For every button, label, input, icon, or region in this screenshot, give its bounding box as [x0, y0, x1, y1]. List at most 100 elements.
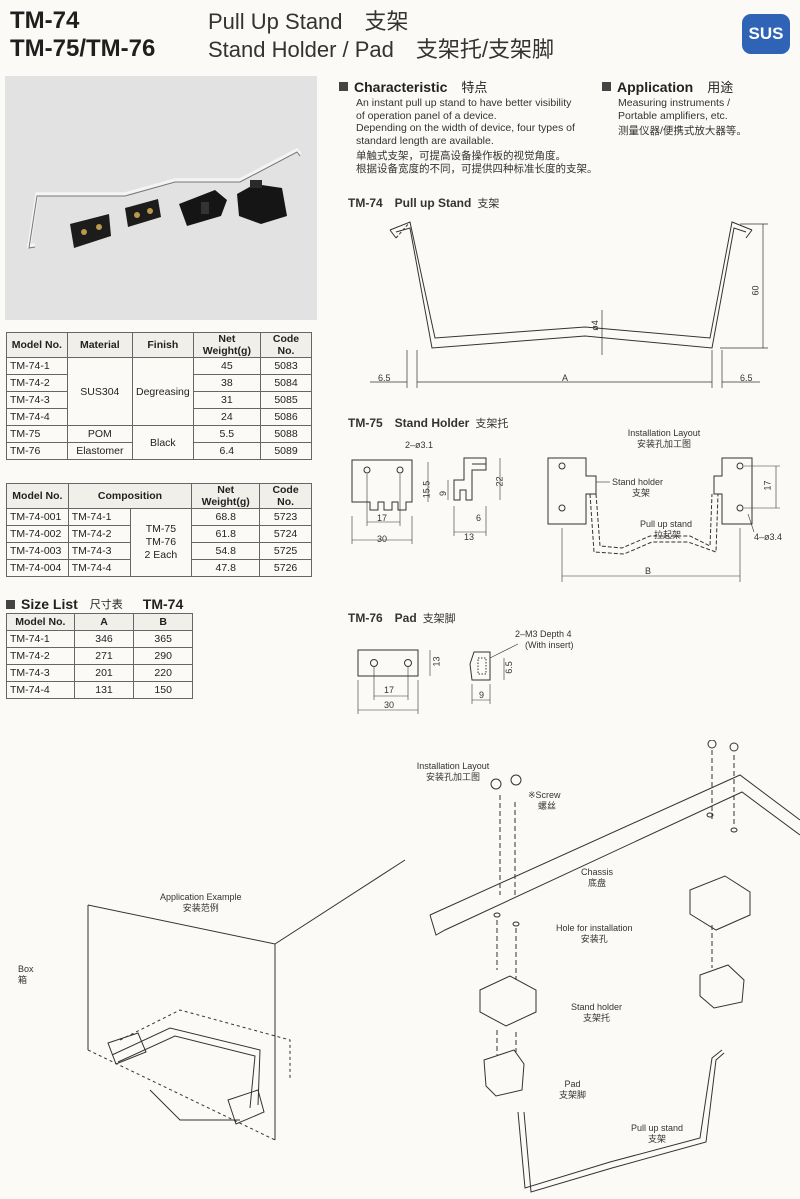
cell-weight: 31: [192, 391, 262, 409]
table-row: TM-74-002 TM-74-2 61.8 5724: [6, 525, 312, 543]
holder-cn: 支架托: [583, 1013, 611, 1023]
hole-cn: 安装孔: [580, 934, 608, 944]
m3-text: 2–M3 Depth 4: [515, 629, 572, 639]
col-header: Model No.: [6, 332, 68, 358]
model-title-1: TM-74: [10, 7, 80, 34]
bullet-square-icon: [339, 82, 348, 91]
bottom-illustration: [87, 740, 800, 1193]
table-row: TM-74-1 SUS304 Degreasing 45 5083: [6, 357, 312, 426]
tm74-drawing: [370, 221, 768, 388]
comp-line: 2 Each: [144, 549, 178, 561]
comp-line: TM-76: [145, 536, 177, 548]
sus-badge: SUS: [742, 14, 790, 54]
table-row: TM-76 Elastomer 6.4 5089: [6, 442, 312, 460]
pull-cn: 支架: [648, 1134, 667, 1144]
bullet-square-icon: [602, 82, 611, 91]
box-en: Box: [18, 964, 34, 974]
fig-title-cn: 支架托: [475, 418, 509, 430]
app-cn: 安装范例: [182, 903, 219, 913]
cell-weight: 5.5: [192, 425, 262, 443]
layout-drawing: [547, 457, 780, 582]
dim-9: 9: [438, 490, 449, 497]
bottom-layout-title: Installation Layout 安装孔加工图: [413, 761, 493, 783]
layout-title: Installation Layout 安装孔加工图: [614, 428, 714, 450]
pull-en: Pull up stand: [640, 519, 693, 529]
cell-model: TM-74-2: [6, 374, 68, 392]
cell-code: 5085: [260, 391, 312, 409]
screw-label: ※Screw 螺丝: [528, 790, 561, 812]
cell-b: 150: [133, 681, 193, 699]
tm76-m3-label: 2–M3 Depth 4 (With insert): [515, 629, 574, 651]
size-list-title: Size List 尺寸表 TM-74: [6, 596, 183, 612]
product-photo: [5, 76, 317, 320]
dim-6-5-right: 6.5: [740, 373, 753, 383]
text-line: of operation panel of a device.: [356, 109, 497, 122]
inst-title-cn: 安装孔加工图: [425, 772, 480, 782]
cell-code: 5084: [260, 374, 312, 392]
cell-code: 5726: [259, 559, 312, 577]
cell-code: 5089: [260, 442, 312, 460]
cell-weight: 68.8: [191, 508, 261, 526]
tm76-drawing: [357, 643, 519, 714]
dim-15-5: 15.5: [421, 480, 432, 499]
cell-model: TM-74-3: [6, 391, 68, 409]
dim-6-5-left: 6.5: [378, 373, 391, 383]
fig-title-text: TM-74 Pull up Stand: [348, 196, 472, 210]
dim-30-pad: 30: [384, 700, 395, 710]
bullet-square-icon: [6, 599, 15, 609]
col-header: Model No.: [6, 483, 69, 509]
text-line: 根据设备宽度的不同，可提供四种标准长度的支架。: [356, 162, 598, 175]
dim-13: 13: [464, 532, 475, 542]
box-cn: 箱: [18, 975, 28, 985]
table-row: TM-74-001 TM-74-1 TM-75 TM-76 2 Each 68.…: [6, 508, 312, 577]
cell-a: 131: [73, 681, 135, 699]
screw-cn: 螺丝: [538, 801, 557, 811]
cell-weight: 24: [192, 408, 262, 426]
pull-en: Pull up stand: [631, 1123, 684, 1133]
box-label: Box 箱: [18, 964, 34, 986]
dim-a: A: [562, 373, 569, 383]
table-row: TM-75 POM Black 5.5 5088: [6, 425, 312, 460]
cell-model: TM-74-1: [6, 357, 68, 375]
tm75-drawing: [351, 457, 501, 544]
comp-line: TM-75: [145, 523, 177, 535]
col-header: Material: [66, 332, 134, 358]
cell-b: 290: [133, 647, 193, 665]
cell-weight: 45: [192, 357, 262, 375]
layout-pull-label: Pull up stand 拉起架: [640, 519, 692, 541]
cell-code: 5083: [260, 357, 312, 375]
characteristic-label-cn: 特点: [461, 80, 488, 95]
cell-code: 5086: [260, 408, 312, 426]
application-text: Measuring instruments / Portable amplifi…: [618, 97, 788, 138]
text-line: 测量仪器/便携式放大器等。: [618, 125, 747, 137]
col-header: A: [73, 613, 135, 631]
cell-code: 5725: [259, 542, 312, 560]
pad-label: Pad 支架脚: [559, 1079, 586, 1101]
dim-17-pad: 17: [384, 685, 395, 695]
cell-model: TM-74-002: [6, 525, 69, 543]
table-row: TM-74-004 TM-74-4 47.8 5726: [6, 559, 312, 577]
cell-a: 271: [73, 647, 135, 665]
cell-model: TM-74-001: [6, 508, 69, 526]
col-header: Net Weight(g): [192, 332, 262, 358]
text-line: Measuring instruments /: [618, 97, 731, 109]
text-line: An instant pull up stand to have better …: [356, 97, 572, 109]
cell-weight: 54.8: [191, 542, 261, 560]
holder-en: Stand holder: [571, 1002, 623, 1012]
chassis-label: Chassis 底盘: [581, 867, 613, 889]
text-line: 单触式支架，可提高设备操作板的视觉角度。: [356, 150, 566, 162]
cell-b: 220: [133, 664, 193, 682]
col-header: Code No.: [260, 332, 312, 358]
cell-code: 5723: [259, 508, 312, 526]
hole-label: Hole for installation 安装孔: [556, 923, 633, 945]
cell-model: TM-74-4: [6, 681, 75, 699]
size-list-label: Size List: [21, 596, 78, 612]
chassis-en: Chassis: [581, 867, 614, 877]
col-header: Composition: [67, 483, 193, 509]
